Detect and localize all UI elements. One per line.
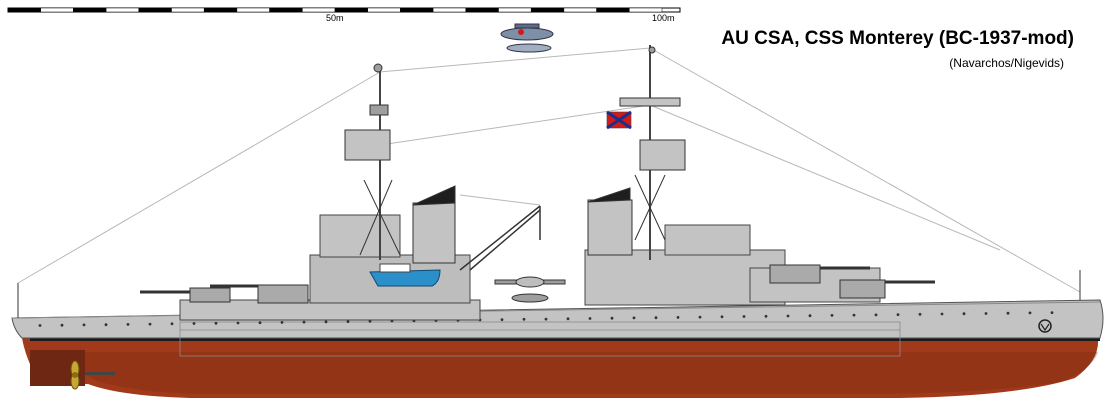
porthole [632,316,636,320]
turrets [140,264,935,304]
credit-line: (Navarchos/Nigevids) [949,56,1064,70]
scale-segment [302,7,336,13]
scale-segment [367,7,401,13]
porthole [918,312,922,316]
scale-segment [629,7,663,13]
porthole [104,323,108,327]
porthole [60,323,64,327]
motor-boat [369,263,441,287]
porthole [852,313,856,317]
flag-icon [606,110,632,130]
scale-segment [73,7,107,13]
funnel-forward [412,185,456,264]
porthole [786,314,790,318]
scale-segment [138,7,172,13]
porthole [500,318,504,321]
porthole [588,317,592,320]
porthole [82,323,86,327]
porthole [830,314,834,317]
scale-segment [432,7,467,13]
porthole [126,323,130,326]
scale-segment [203,7,238,13]
porthole [742,315,746,318]
porthole [610,316,614,320]
porthole [38,324,42,327]
porthole [676,316,680,319]
porthole [148,322,152,326]
scale-segment [269,7,303,13]
mast-aft [619,45,686,260]
porthole [368,319,372,323]
porthole [522,317,526,321]
scale-segment [334,7,368,13]
porthole [1028,311,1032,315]
porthole [808,314,812,318]
mast-forward [344,63,401,260]
porthole [258,321,262,325]
scale-segment [7,7,41,13]
scale-segment [465,7,499,13]
porthole [170,322,174,326]
funnel-aft [587,187,633,256]
scale-bar: 50m 100m [7,7,681,23]
porthole [566,317,570,321]
porthole [302,320,306,324]
scale-segment [530,7,565,13]
rigging-lines [17,47,1081,293]
porthole [544,317,548,321]
porthole [192,322,196,325]
superstructure [179,214,881,321]
porthole [940,312,944,316]
porthole [874,313,878,317]
scale-segment [596,7,630,13]
anchor-icon [1038,319,1052,333]
porthole [214,321,218,325]
propeller-shaft [85,372,115,375]
scale-segment [563,7,597,13]
porthole [720,315,724,319]
porthole [984,312,988,315]
seaplane-icon [500,23,554,53]
scale-segment [171,7,205,13]
porthole [654,316,658,320]
seaplane-icon [494,276,566,303]
scale-segment [236,7,270,13]
aircraft-crane [459,205,541,271]
scale-label-100m: 100m [652,13,675,23]
page-title: AU CSA, CSS Monterey (BC-1937-mod) [721,28,1074,49]
scale-segment [40,7,74,13]
scale-segment [498,7,532,13]
porthole [1050,311,1054,314]
scale-label-50m: 50m [326,13,344,23]
porthole [962,312,966,316]
porthole [764,314,768,318]
porthole [698,315,702,319]
porthole [1006,311,1010,315]
scale-segment [105,7,140,13]
scale-segment [400,7,434,13]
porthole [896,313,900,316]
porthole [280,321,284,324]
propeller-icon [70,360,80,390]
porthole [236,321,240,325]
hull [11,299,1104,398]
porthole [324,320,328,324]
porthole [346,320,350,323]
